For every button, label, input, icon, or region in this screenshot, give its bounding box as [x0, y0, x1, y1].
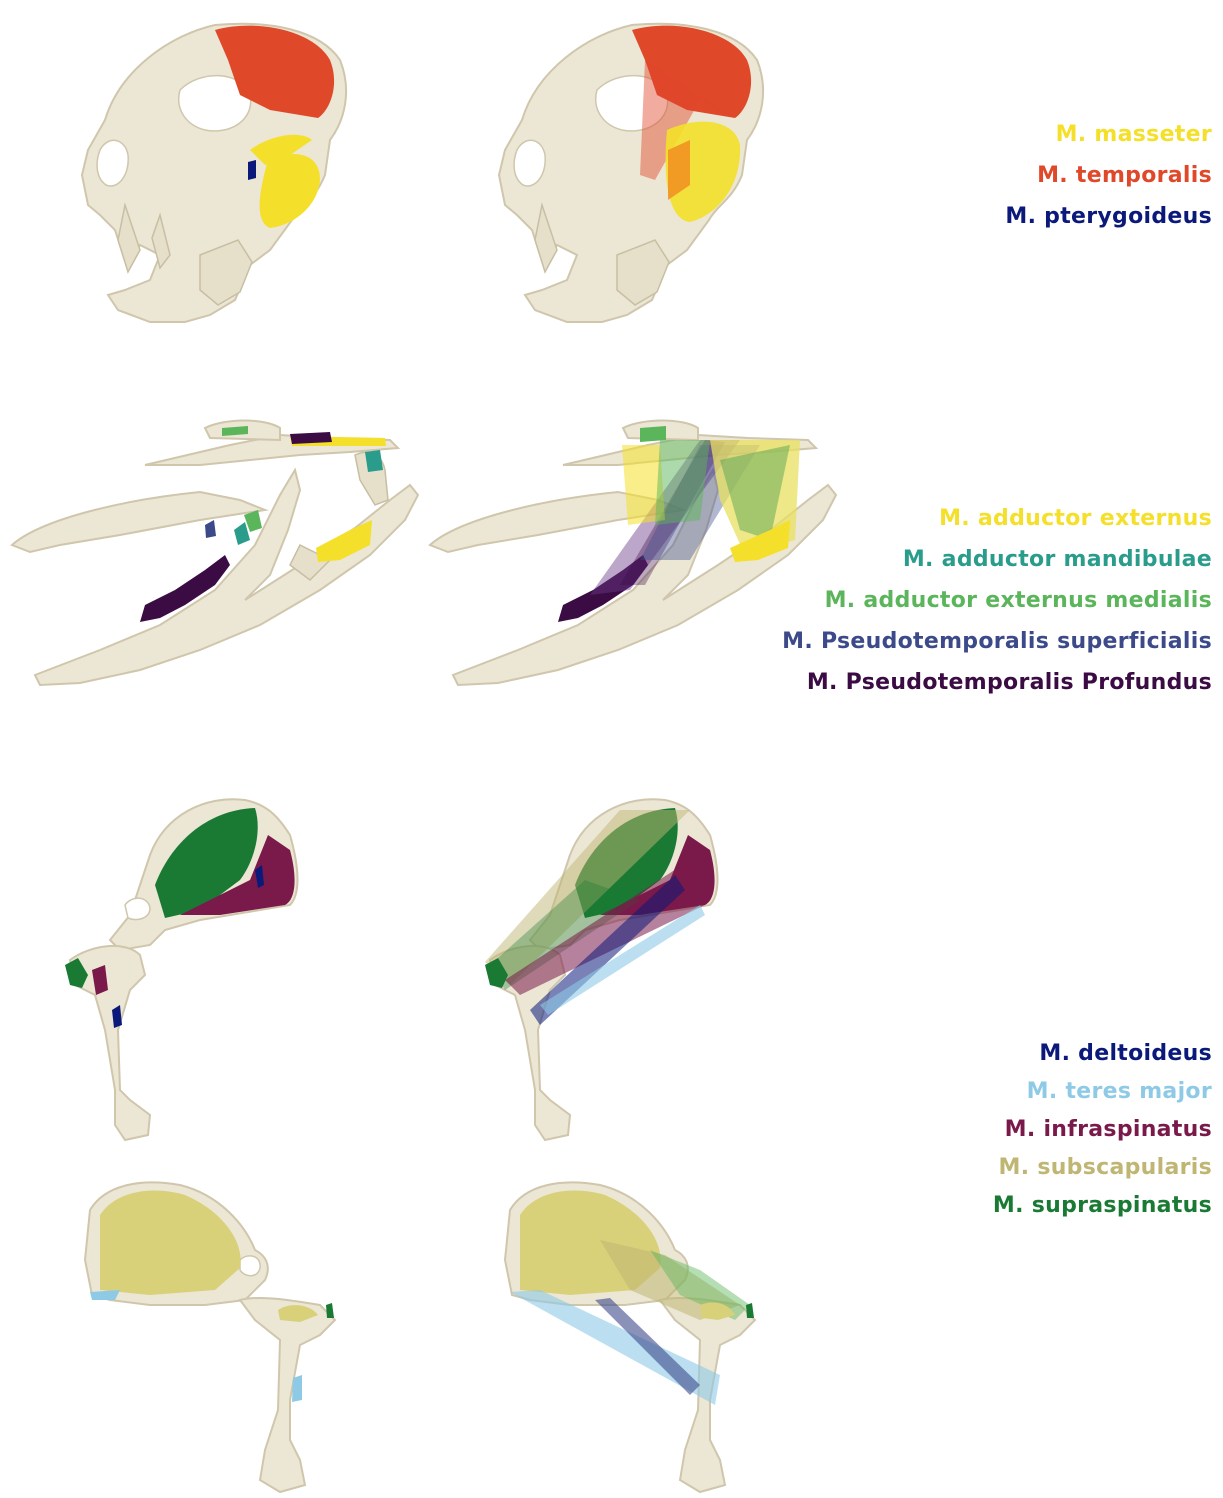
shoulder-medial-muscle-view	[505, 1182, 755, 1492]
legend-item-supraspinatus: M. supraspinatus	[993, 1195, 1212, 1217]
adductor-mandibulae-attachment-skull	[365, 450, 383, 472]
legend-skull-mammal: M. masseter M. temporalis M. pterygoideu…	[1005, 124, 1212, 228]
adductor-externus-medialis-attachment-skull	[640, 426, 666, 442]
legend-item-adductor-externus: M. adductor externus	[782, 508, 1212, 530]
mammal-skull-muscle-view	[499, 24, 763, 322]
teres-major-attachment-humerus	[292, 1375, 302, 1402]
legend-shoulder: M. deltoideus M. teres major M. infraspi…	[993, 1043, 1212, 1217]
legend-item-deltoideus: M. deltoideus	[993, 1043, 1212, 1065]
pseudotemporalis-attachment-skull	[290, 432, 332, 444]
adductor-mandibulae-attachment	[234, 522, 250, 545]
pterygoideus-attachment	[248, 160, 256, 180]
shoulder-lateral-attachment-view	[65, 799, 298, 1140]
supraspinatus-attachment-humerus	[326, 1303, 334, 1318]
legend-item-temporalis: M. temporalis	[1005, 165, 1212, 187]
legend-item-teres-major: M. teres major	[993, 1081, 1212, 1103]
pseudotemporalis-superficialis-attachment	[205, 520, 216, 538]
legend-item-subscapularis: M. subscapularis	[993, 1157, 1212, 1179]
reptile-skull-muscle-view	[430, 421, 836, 686]
shoulder-medial-attachment-view	[85, 1182, 335, 1492]
legend-item-pseudotemporalis-profundus: M. Pseudotemporalis Profundus	[782, 672, 1212, 694]
legend-item-masseter: M. masseter	[1005, 124, 1212, 146]
masseter-attachment-mandible	[260, 154, 320, 228]
legend-item-infraspinatus: M. infraspinatus	[993, 1119, 1212, 1141]
reptile-skull-attachment-view	[12, 421, 418, 686]
shoulder-lateral-muscle-view	[485, 799, 718, 1140]
legend-item-adductor-externus-medialis: M. adductor externus medialis	[782, 590, 1212, 612]
legend-item-pterygoideus: M. pterygoideus	[1005, 206, 1212, 228]
mammal-skull-attachment-view	[82, 24, 346, 322]
legend-item-adductor-mandibulae: M. adductor mandibulae	[782, 549, 1212, 571]
legend-skull-reptile: M. adductor externus M. adductor mandibu…	[782, 508, 1212, 694]
legend-item-pseudotemporalis-superficialis: M. Pseudotemporalis superficialis	[782, 631, 1212, 653]
supraspinatus-attachment-humerus	[746, 1303, 754, 1318]
